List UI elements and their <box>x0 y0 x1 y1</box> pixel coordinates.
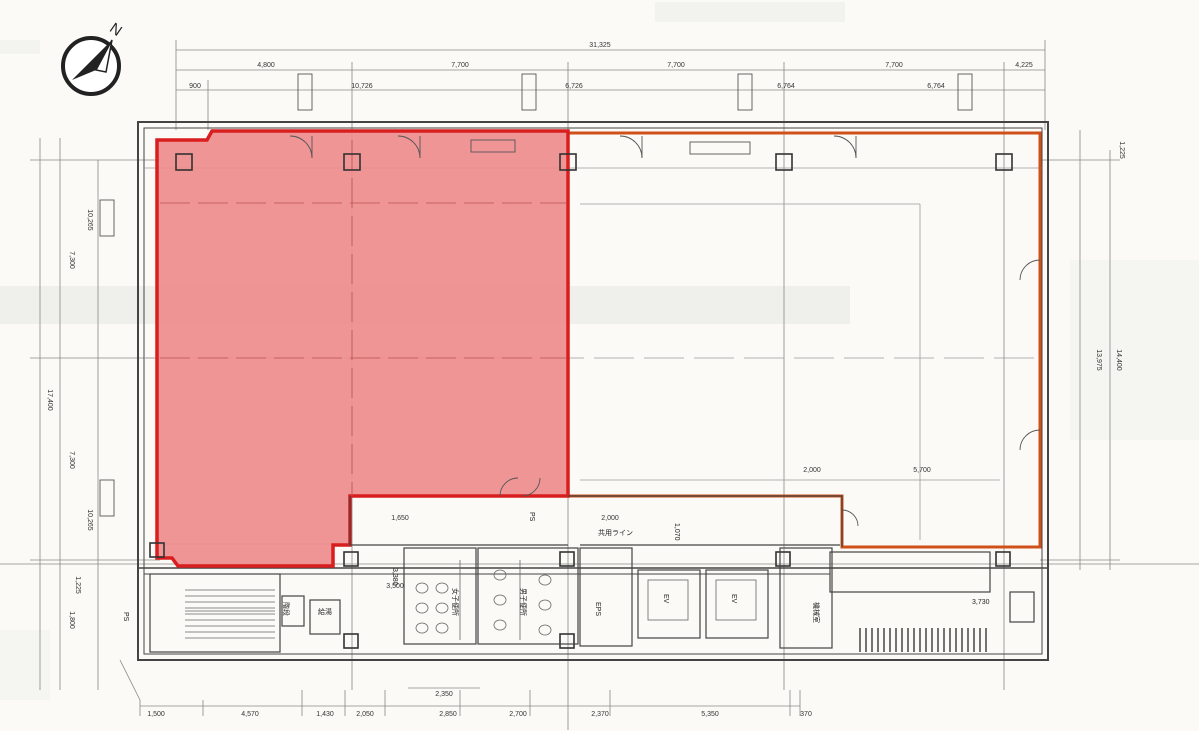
dim-top-sub-3: 6,764 <box>777 83 795 90</box>
dim-top-0: 4,800 <box>257 62 275 69</box>
dim-top-sub-2: 6,726 <box>565 83 583 90</box>
dim-left-4: 10,265 <box>86 509 93 531</box>
dim-bottom-1: 4,570 <box>241 711 259 718</box>
dim-right-0: 1,225 <box>1118 141 1125 159</box>
dim-top-sub-4: 6,764 <box>927 83 945 90</box>
dim-top-4: 4,225 <box>1015 62 1033 69</box>
equipment-tags <box>99 73 973 517</box>
dim-inner-2: 1,650 <box>391 515 409 522</box>
bottom-dimensions <box>119 659 801 716</box>
dim-left-2: 17,400 <box>46 389 53 411</box>
dim-right-2: 14,400 <box>1115 349 1122 371</box>
dim-top-sub-1: 10,726 <box>351 83 373 90</box>
label-vertical-dimension-mid: 1,070 <box>673 523 680 541</box>
label-stair: 階段 <box>282 602 291 616</box>
label-mens-toilet: 男子便所 <box>519 588 528 616</box>
label-mechanical-room: 機械室 <box>812 602 821 623</box>
label-pipe-shaft: PS <box>528 512 535 522</box>
label-right-dimension: 3,730 <box>972 599 990 606</box>
structural-columns <box>149 153 1013 649</box>
dim-top-1: 7,700 <box>451 62 469 69</box>
dim-right-1: 13,975 <box>1095 349 1102 371</box>
bottom-dimension-labels: 1,500 4,570 1,430 2,050 2,850 2,700 2,370 5,350… <box>147 691 812 718</box>
dim-inner-0: 2,000 <box>803 467 821 474</box>
dim-inner-1: 5,700 <box>913 467 931 474</box>
dim-left-5: 1,225 <box>74 576 81 594</box>
dim-inner-4: 2,000 <box>601 515 619 522</box>
dim-top-3: 7,700 <box>885 62 903 69</box>
dim-top-2: 7,700 <box>667 62 685 69</box>
dim-top-sub-0: 900 <box>189 83 201 90</box>
room-labels: 共用ライン EPS EV EV 階段 機械室 女子便所 男子便所 給湯 PS P… <box>122 512 990 623</box>
label-elevator-2: EV <box>730 594 737 604</box>
dim-bottom-5: 2,700 <box>509 711 527 718</box>
label-kitchenette: 給湯 <box>318 607 332 616</box>
dim-left-1: 7,300 <box>68 251 75 269</box>
dim-left-6: 1,800 <box>68 611 75 629</box>
dim-inner-3: 3,500 <box>386 583 404 590</box>
dim-left-0: 10,265 <box>86 209 93 231</box>
dim-bottom-3: 2,050 <box>356 711 374 718</box>
label-shaft: PS <box>122 612 129 622</box>
building-walls <box>137 121 1049 661</box>
core-area <box>149 495 1035 653</box>
label-womens-toilet: 女子便所 <box>451 588 460 616</box>
door-swings <box>289 135 1041 527</box>
dim-bottom-6: 2,370 <box>591 711 609 718</box>
label-vertical-dimension-left: 3,380 <box>391 568 398 586</box>
label-corridor: 共用ライン <box>598 528 633 537</box>
dim-bottom-0: 1,500 <box>147 711 165 718</box>
dim-bottom-7: 5,350 <box>701 711 719 718</box>
highlight-grid <box>160 140 566 496</box>
dim-overall: 31,325 <box>589 42 611 49</box>
dim-bottom-sub: 2,350 <box>435 691 453 698</box>
dim-bottom-8: 370 <box>800 711 812 718</box>
label-eps: EPS <box>594 602 601 616</box>
dim-bottom-4: 2,850 <box>439 711 457 718</box>
label-elevator-1: EV <box>662 594 669 604</box>
dim-left-3: 7,300 <box>68 451 75 469</box>
side-dimension-labels: 10,265 7,300 17,400 7,300 10,265 1,225 1,800 1,… <box>46 141 1125 629</box>
top-dimension-labels: 31,325 4,800 7,700 7,700 7,700 4,225 900 10,726… <box>189 42 1033 90</box>
dim-bottom-2: 1,430 <box>316 711 334 718</box>
